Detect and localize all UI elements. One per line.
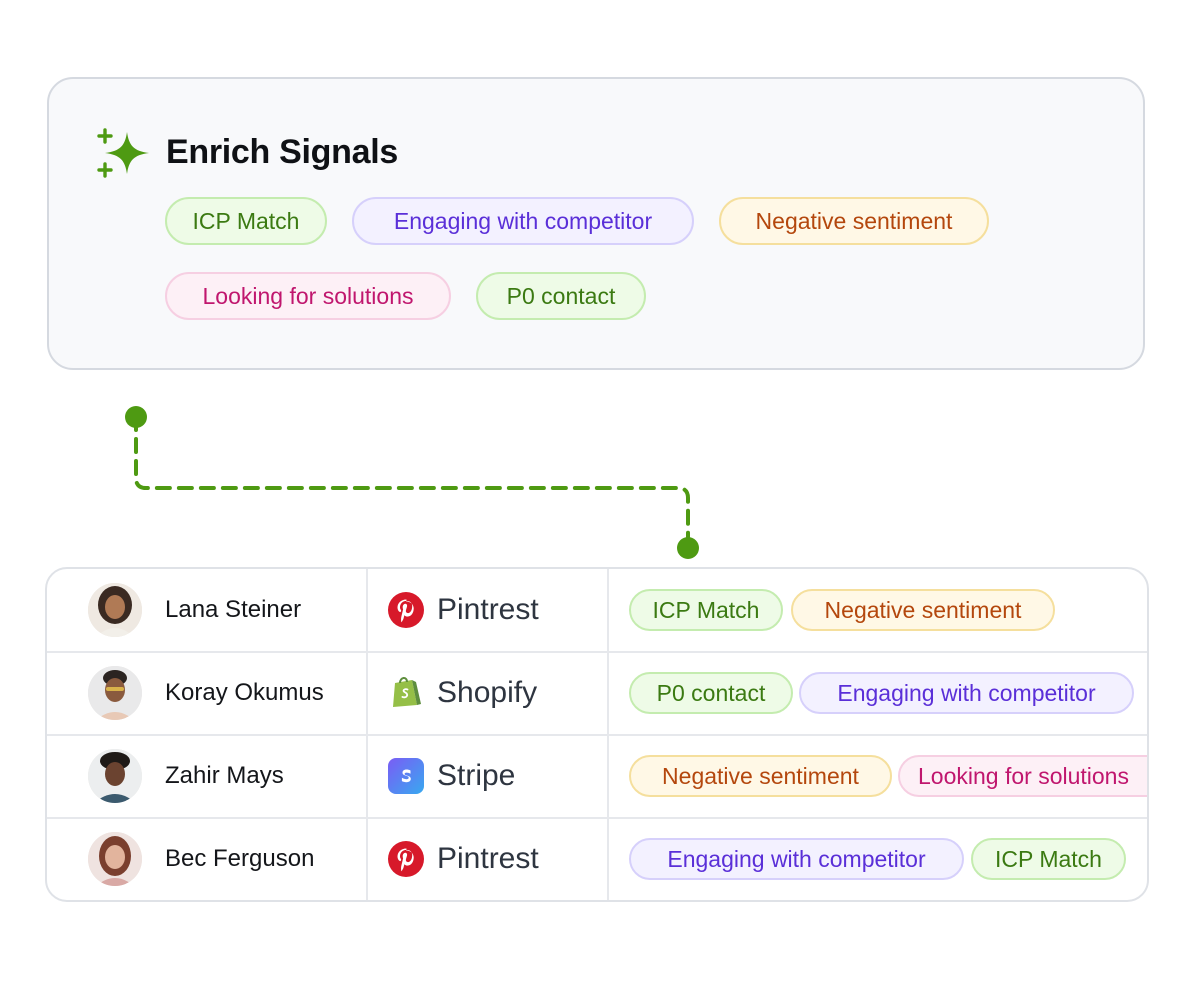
table-row[interactable]: Bec Ferguson Pintrest Engaging with comp…: [47, 818, 1147, 900]
connector-end-dot: [677, 537, 699, 559]
table-row[interactable]: Lana Steiner Pintrest ICP Match Negative…: [47, 569, 1147, 652]
signal-pill[interactable]: ICP Match: [629, 589, 783, 631]
connector-start-dot: [125, 406, 147, 428]
table-row[interactable]: Koray Okumus Shopify P0 contact Engaging…: [47, 652, 1147, 735]
signal-pill-icp-match[interactable]: ICP Match: [165, 197, 327, 245]
card-title: Enrich Signals: [166, 133, 398, 171]
signal-pill[interactable]: Engaging with competitor: [629, 838, 964, 880]
signal-pill-negative-sentiment[interactable]: Negative sentiment: [719, 197, 989, 245]
avatar: [88, 832, 142, 886]
signal-pill-looking-for-solutions[interactable]: Looking for solutions: [165, 272, 451, 320]
signal-pill[interactable]: Engaging with competitor: [799, 672, 1134, 714]
avatar: [88, 666, 142, 720]
contacts-table: Lana Steiner Pintrest ICP Match Negative…: [45, 567, 1149, 902]
signal-pill-engaging-with-competitor[interactable]: Engaging with competitor: [352, 197, 694, 245]
signal-pill[interactable]: ICP Match: [971, 838, 1126, 880]
signal-pill[interactable]: Negative sentiment: [629, 755, 892, 797]
signal-pill[interactable]: Negative sentiment: [791, 589, 1055, 631]
person-name: Koray Okumus: [165, 679, 324, 706]
company-name: Pintrest: [437, 842, 539, 875]
company-name: Shopify: [437, 676, 538, 709]
company-name: Stripe: [437, 759, 516, 792]
row-divider: [47, 651, 1147, 653]
avatar: [88, 749, 142, 803]
table-row[interactable]: Zahir Mays Stripe Negative sentiment Loo…: [47, 735, 1147, 818]
row-divider: [47, 817, 1147, 819]
signal-pill[interactable]: P0 contact: [629, 672, 793, 714]
person-name: Lana Steiner: [165, 596, 302, 623]
sparkle-icon: [97, 128, 149, 178]
person-name: Zahir Mays: [165, 762, 284, 789]
avatar: [88, 583, 142, 637]
company-name: Pintrest: [437, 593, 539, 626]
shopify-logo-icon: [393, 677, 421, 707]
signal-pill-p0-contact[interactable]: P0 contact: [476, 272, 646, 320]
pinterest-logo-icon: [388, 592, 424, 628]
signal-pill[interactable]: Looking for solutions: [898, 755, 1147, 797]
person-name: Bec Ferguson: [165, 845, 315, 872]
stripe-logo-icon: [388, 758, 424, 794]
pinterest-logo-icon: [388, 841, 424, 877]
row-divider: [47, 734, 1147, 736]
